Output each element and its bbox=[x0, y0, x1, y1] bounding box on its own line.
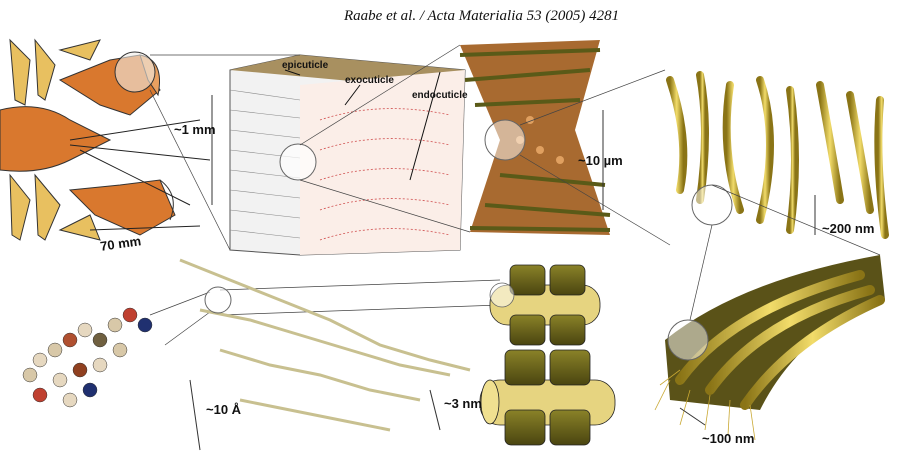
label-scale-fibers: ~200 nm bbox=[822, 221, 875, 236]
chitin-molecular-chains bbox=[179, 258, 471, 432]
label-scale-plywood: ~10 µm bbox=[578, 153, 623, 168]
space-filling-molecule bbox=[22, 307, 153, 408]
scale-bar-fibril bbox=[429, 389, 441, 431]
chitin-fiber-network bbox=[666, 71, 889, 239]
label-scale-molecule: ~10 Å bbox=[206, 402, 242, 417]
label-scale-bundle: ~100 nm bbox=[702, 431, 755, 446]
zoom-connector-lines bbox=[149, 44, 881, 346]
twisted-plywood-stack bbox=[459, 40, 611, 235]
cuticle-block bbox=[211, 54, 466, 256]
mineral-protein-fiber-bundle bbox=[654, 255, 885, 441]
label-exocuticle: exocuticle bbox=[345, 75, 394, 86]
label-scale-fibril: ~3 nm bbox=[444, 396, 482, 411]
label-scale-cuticle: ~1 mm bbox=[174, 122, 216, 137]
citation-header: Raabe et al. / Acta Materialia 53 (2005)… bbox=[344, 8, 620, 24]
scale-bar-bundle bbox=[679, 407, 706, 426]
label-endocuticle: endocuticle bbox=[412, 90, 468, 101]
lobster-drawing bbox=[0, 38, 211, 241]
scale-bar-molecule bbox=[189, 379, 201, 451]
label-epicuticle: epicuticle bbox=[282, 60, 329, 71]
protein-chitin-fibril bbox=[479, 264, 616, 446]
